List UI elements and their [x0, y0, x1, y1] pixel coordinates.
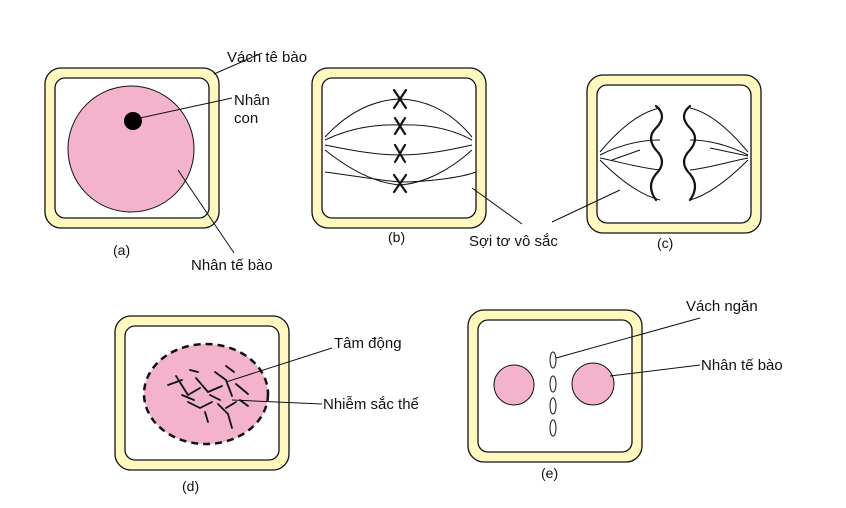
caption-c: (c): [657, 235, 673, 251]
nucleus-e-leader: [609, 364, 701, 377]
cell-e: [467, 309, 701, 463]
label-cell-wall: Vách tê bào: [227, 49, 307, 66]
label-spindle: Sợi tơ vô sắc: [469, 233, 558, 250]
cell-b: [311, 67, 523, 229]
cell-e-cell-plate: [549, 351, 557, 437]
cell-a: [44, 52, 263, 254]
caption-b: (b): [388, 229, 405, 245]
caption-a: (a): [113, 242, 130, 258]
cell-c: [551, 74, 762, 234]
cell-wall-leader: [213, 52, 263, 75]
label-nucleolus-line1: Nhân: [234, 92, 270, 109]
caption-d: (d): [182, 478, 199, 494]
cell-a-nucleus: [67, 85, 195, 213]
label-chromosome: Nhiễm sắc thể: [323, 396, 419, 413]
cell-e-nucleus-left: [493, 364, 535, 406]
label-nucleus-a: Nhân tế bào: [191, 257, 273, 274]
spindle-leader-b: [471, 187, 523, 225]
chromosome-leader: [231, 399, 323, 405]
cell-a-nucleolus: [124, 112, 142, 130]
cell-c-interior: [596, 84, 752, 224]
cell-b-interior: [321, 77, 477, 219]
cell-d: [114, 315, 333, 471]
nucleolus-leader: [139, 97, 233, 119]
cell-d-chromosomes: [167, 365, 249, 429]
nucleus-a-leader: [177, 169, 235, 254]
cell-c-chromosomes: [649, 104, 697, 202]
cell-e-nucleus-right: [571, 362, 615, 406]
caption-e: (e): [541, 465, 558, 481]
cell-d-nuclear-envelope: [142, 342, 270, 446]
label-nucleus-e: Nhân tế bào: [701, 357, 783, 374]
label-septum: Vách ngăn: [686, 298, 758, 315]
septum-leader: [555, 317, 701, 359]
label-nucleolus-line2: con: [234, 110, 258, 127]
cell-b-chromosomes: [392, 88, 408, 194]
label-centromere: Tâm động: [334, 335, 402, 352]
spindle-leader-c: [551, 189, 621, 223]
centromere-leader: [225, 347, 333, 383]
